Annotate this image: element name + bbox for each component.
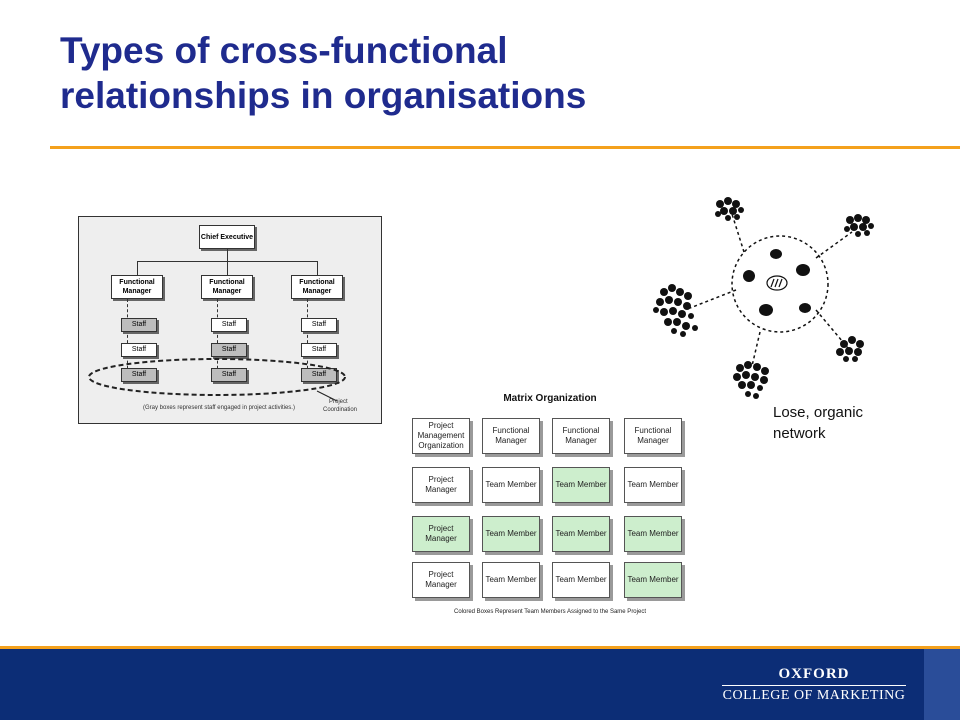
- matrix-cell: Project Management Organization: [412, 418, 470, 454]
- network-core-glyph: [766, 275, 788, 291]
- connector-line: [317, 261, 318, 275]
- network-core-boundary: [731, 235, 829, 333]
- slide-title-line-2: relationships in organisations: [60, 75, 587, 116]
- matrix-cell: Team Member: [552, 562, 610, 598]
- network-cluster-top-right: [844, 214, 874, 237]
- title-underline: [50, 146, 960, 149]
- matrix-cell-highlighted: Team Member: [624, 516, 682, 552]
- organic-network-label-line-1: Lose, organic: [773, 404, 864, 421]
- connector-line: [307, 299, 308, 379]
- staff-box: Staff: [121, 343, 157, 357]
- college-logo: OXFORD COLLEGE OF MARKETING: [722, 666, 906, 704]
- logo-divider: [722, 685, 906, 686]
- footer-edge-strip: [924, 649, 960, 720]
- organic-network-label-line-2: network: [773, 425, 826, 442]
- matrix-cell: Team Member: [624, 467, 682, 503]
- slide-title-line-1: Types of cross-functional: [60, 30, 508, 71]
- logo-college-text: COLLEGE OF MARKETING: [722, 688, 906, 703]
- staff-box: Staff: [301, 368, 337, 382]
- matrix-cell: Functional Manager: [624, 418, 682, 454]
- functional-org-chart: Chief Executive Functional Manager Funct…: [78, 216, 382, 424]
- matrix-caption: Colored Boxes Represent Team Members Ass…: [454, 609, 646, 615]
- functional-manager-box: Functional Manager: [201, 275, 253, 299]
- matrix-cell: Team Member: [482, 467, 540, 503]
- matrix-cell-highlighted: Team Member: [482, 516, 540, 552]
- footer-bar: OXFORD COLLEGE OF MARKETING: [0, 646, 960, 720]
- organic-network-label: Lose, organic network: [773, 402, 913, 444]
- project-coordination-ellipse: [88, 358, 346, 402]
- matrix-cell: Project Manager: [412, 467, 470, 503]
- matrix-cell: Functional Manager: [482, 418, 540, 454]
- matrix-cell-highlighted: Team Member: [552, 516, 610, 552]
- network-cluster-bottom: [733, 361, 769, 399]
- matrix-title: Matrix Organization: [503, 393, 597, 404]
- matrix-cell: Functional Manager: [552, 418, 610, 454]
- matrix-cell-highlighted: Team Member: [624, 562, 682, 598]
- slide-title: Types of cross-functional relationships …: [60, 28, 586, 118]
- network-core-nodes: [743, 249, 811, 316]
- staff-box: Staff: [121, 318, 157, 332]
- functional-manager-box: Functional Manager: [291, 275, 343, 299]
- staff-box: Staff: [121, 368, 157, 382]
- connector-line: [227, 249, 228, 261]
- connector-line: [137, 261, 138, 275]
- project-coordination-label: Project: [329, 399, 348, 405]
- connector-line: [127, 299, 128, 379]
- staff-box: Staff: [301, 343, 337, 357]
- network-cluster-bottom-right: [836, 336, 864, 362]
- organic-network-diagram: [653, 197, 874, 399]
- matrix-cell: Project Manager: [412, 562, 470, 598]
- functional-chart-caption: (Gray boxes represent staff engaged in p…: [143, 405, 295, 411]
- chief-executive-box: Chief Executive: [199, 225, 255, 249]
- staff-box: Staff: [211, 368, 247, 382]
- connector-line: [227, 261, 228, 275]
- matrix-cell: Team Member: [482, 562, 540, 598]
- functional-manager-box: Functional Manager: [111, 275, 163, 299]
- footer-accent-line: [0, 646, 960, 649]
- matrix-cell-highlighted: Team Member: [552, 467, 610, 503]
- staff-box: Staff: [211, 318, 247, 332]
- staff-box: Staff: [301, 318, 337, 332]
- logo-oxford-text: OXFORD: [778, 666, 850, 682]
- network-cluster-top-left: [715, 197, 744, 221]
- project-coordination-label: Coordination: [323, 407, 358, 413]
- staff-box: Staff: [211, 343, 247, 357]
- network-cluster-left: [653, 284, 698, 337]
- connector-line: [217, 299, 218, 379]
- matrix-cell-highlighted: Project Manager: [412, 516, 470, 552]
